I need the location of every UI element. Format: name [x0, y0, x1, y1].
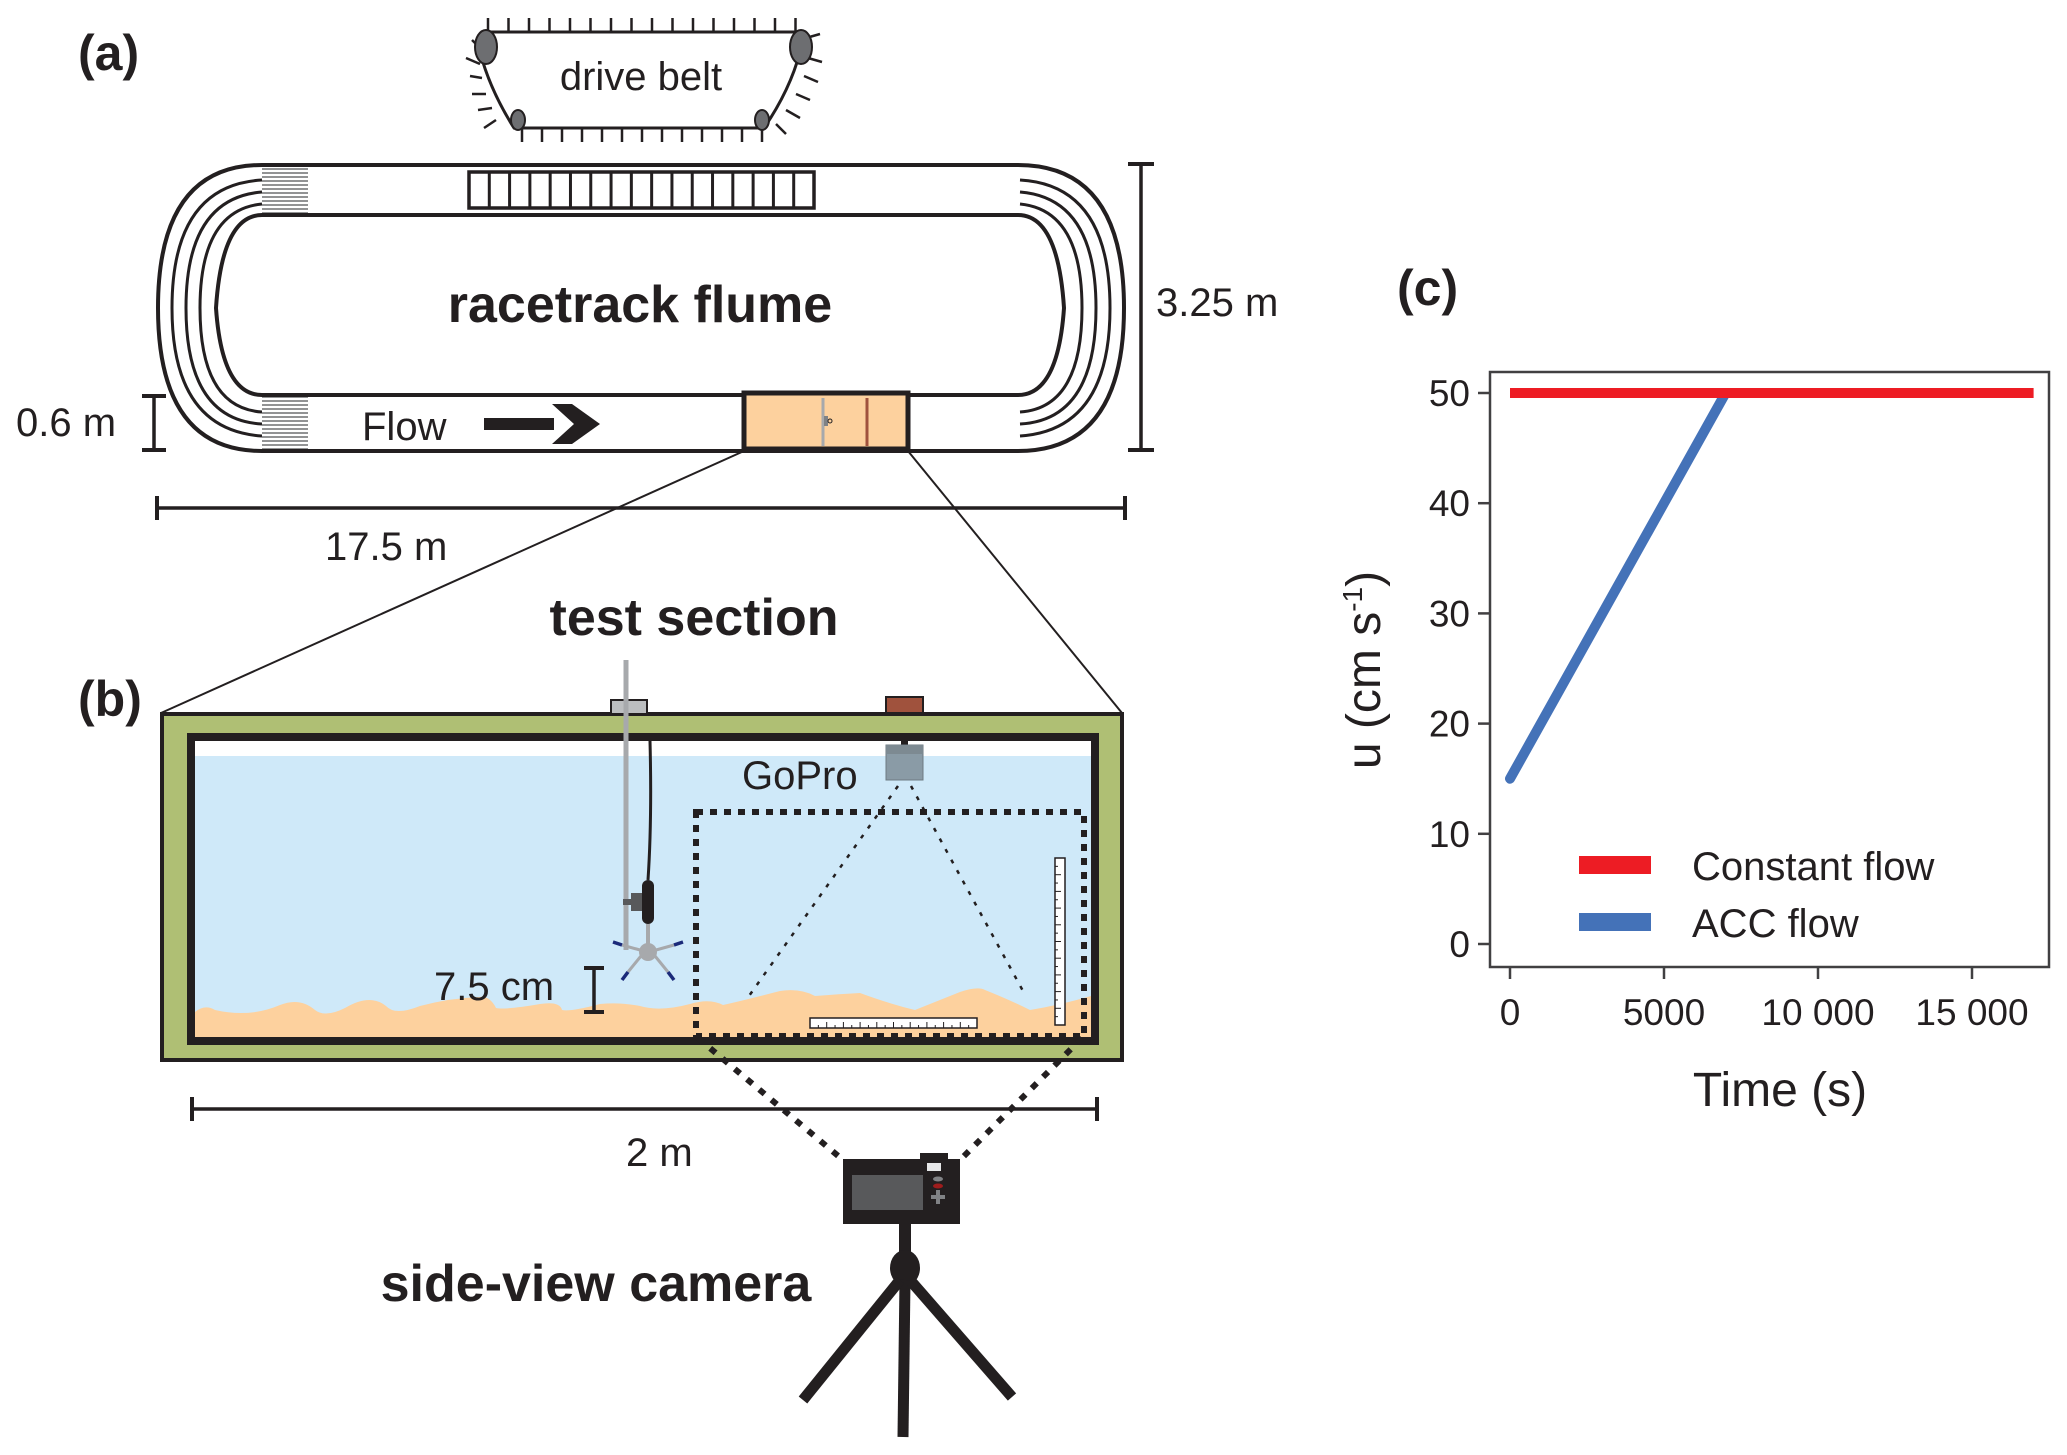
flow-arrow-icon [484, 404, 600, 444]
y-axis-title-main: u (cm s [1338, 612, 1391, 769]
y-tick-label: 50 [1429, 373, 1470, 414]
dimension-2m: 2 m [190, 1097, 1099, 1175]
drive-belt-label: drive belt [560, 55, 722, 99]
legend-swatch-constant-flow [1579, 856, 1651, 874]
zoom-line-right [907, 450, 1123, 714]
racetrack-flume: racetrack flume Flow [155, 163, 1127, 453]
legend-label-constant-flow: Constant flow [1692, 845, 1934, 889]
y-tick-label: 10 [1429, 814, 1470, 855]
dimension-0-6m: 0.6 m [16, 394, 166, 452]
test-section-title: test section [550, 589, 839, 647]
y-tick-label: 0 [1449, 924, 1470, 965]
honeycomb-bottom [262, 397, 308, 449]
y-axis-title-close: ) [1338, 571, 1391, 587]
y-axis-title: u (cm s-1) [1337, 571, 1391, 769]
series-line-acc-flow [1505, 388, 1731, 784]
legend-swatch-acc-flow [1579, 913, 1651, 931]
x-axis: 0 5000 10 000 15 000 [1500, 967, 2029, 1033]
flume-label: racetrack flume [448, 276, 832, 334]
panel-label-b: (b) [78, 671, 142, 727]
vertical-ruler [1054, 857, 1066, 1026]
y-tick-label: 40 [1429, 483, 1470, 524]
x-tick-label: 10 000 [1761, 992, 1874, 1033]
honeycomb-top [262, 167, 308, 213]
y-axis-title-superscript: -1 [1337, 587, 1368, 612]
dimension-3-25m: 3.25 m [1128, 162, 1278, 452]
camera-field-of-view [693, 809, 1087, 1039]
panel-label-c: (c) [1397, 260, 1458, 316]
side-view-camera-icon [798, 1153, 1017, 1438]
x-axis-title: Time (s) [1693, 1064, 1867, 1117]
tank-length-label: 2 m [626, 1131, 693, 1175]
panel-c: (c) 0 10 20 30 40 50 0 5000 10 000 15 000 Consta… [1337, 260, 2051, 1117]
panel-a: (a) drive belt [16, 18, 1278, 714]
camera-fov-right [957, 1035, 1085, 1163]
legend: Constant flow ACC flow [1579, 845, 1934, 946]
y-axis: 0 10 20 30 40 50 [1429, 373, 1490, 965]
paddle-wheel-icon [467, 170, 816, 210]
panel-b: (b) test section [78, 589, 1124, 1438]
drive-belt-icon: drive belt [465, 18, 823, 142]
dimension-7-5cm: 7.5 cm [434, 965, 604, 1014]
horizontal-ruler [809, 1017, 978, 1029]
gopro-fov-right [909, 785, 1025, 992]
legend-label-acc-flow: ACC flow [1692, 902, 1859, 946]
gopro-label: GoPro [742, 754, 858, 798]
adv-probe-icon [610, 660, 684, 982]
channel-width-label: 0.6 m [16, 401, 116, 445]
length-label: 17.5 m [325, 525, 447, 569]
panel-label-a: (a) [78, 25, 139, 81]
gopro-icon [885, 696, 924, 781]
flow-label: Flow [362, 405, 447, 449]
test-section-inset [741, 390, 911, 452]
side-view-camera-label: side-view camera [381, 1255, 813, 1313]
probe-height-label: 7.5 cm [434, 965, 554, 1009]
x-tick-label: 5000 [1623, 992, 1705, 1033]
zoom-line-left [160, 450, 745, 714]
x-tick-label: 0 [1500, 992, 1521, 1033]
x-tick-label: 15 000 [1915, 992, 2028, 1033]
y-tick-label: 20 [1429, 704, 1470, 745]
series-layer [1505, 388, 2034, 784]
dimension-17-5m: 17.5 m [155, 496, 1127, 569]
y-tick-label: 30 [1429, 593, 1470, 634]
height-label: 3.25 m [1156, 281, 1278, 325]
